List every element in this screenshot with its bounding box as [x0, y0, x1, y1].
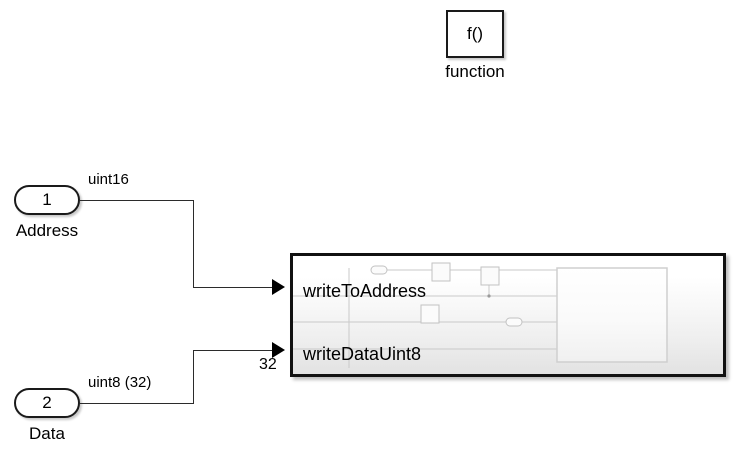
signal-label-uint8-32: uint8 (32) [88, 374, 152, 391]
wire-data-segment-h1 [80, 403, 194, 404]
signal-label-uint16: uint16 [88, 171, 129, 188]
wire-address-arrowhead [272, 279, 285, 295]
function-block-symbol: f() [466, 24, 484, 43]
function-block-label: function [445, 62, 505, 81]
inport-block-address[interactable]: 1 [14, 185, 80, 215]
wire-data-arrowhead [272, 342, 285, 358]
wire-address-segment-h2 [193, 287, 274, 288]
inport-data-number: 2 [42, 393, 52, 412]
wire-address-segment-v [193, 200, 194, 288]
subsystem-port-label-write-data-uint8: writeDataUint8 [303, 344, 422, 364]
function-block[interactable]: f() [446, 10, 504, 58]
subsystem-port-label-write-to-address: writeToAddress [303, 281, 427, 301]
wire-data-segment-h2 [193, 350, 274, 351]
inport-data-label: Data [29, 424, 65, 443]
wire-address-segment-h1 [80, 200, 194, 201]
inport-address-number: 1 [42, 190, 52, 209]
inport-block-data[interactable]: 2 [14, 388, 80, 418]
inport-address-label: Address [15, 221, 79, 240]
wire-data-segment-v [193, 350, 194, 404]
subsystem-block[interactable]: writeToAddress writeDataUint8 [290, 253, 726, 377]
signal-width-annotation-32: 32 [259, 356, 277, 373]
